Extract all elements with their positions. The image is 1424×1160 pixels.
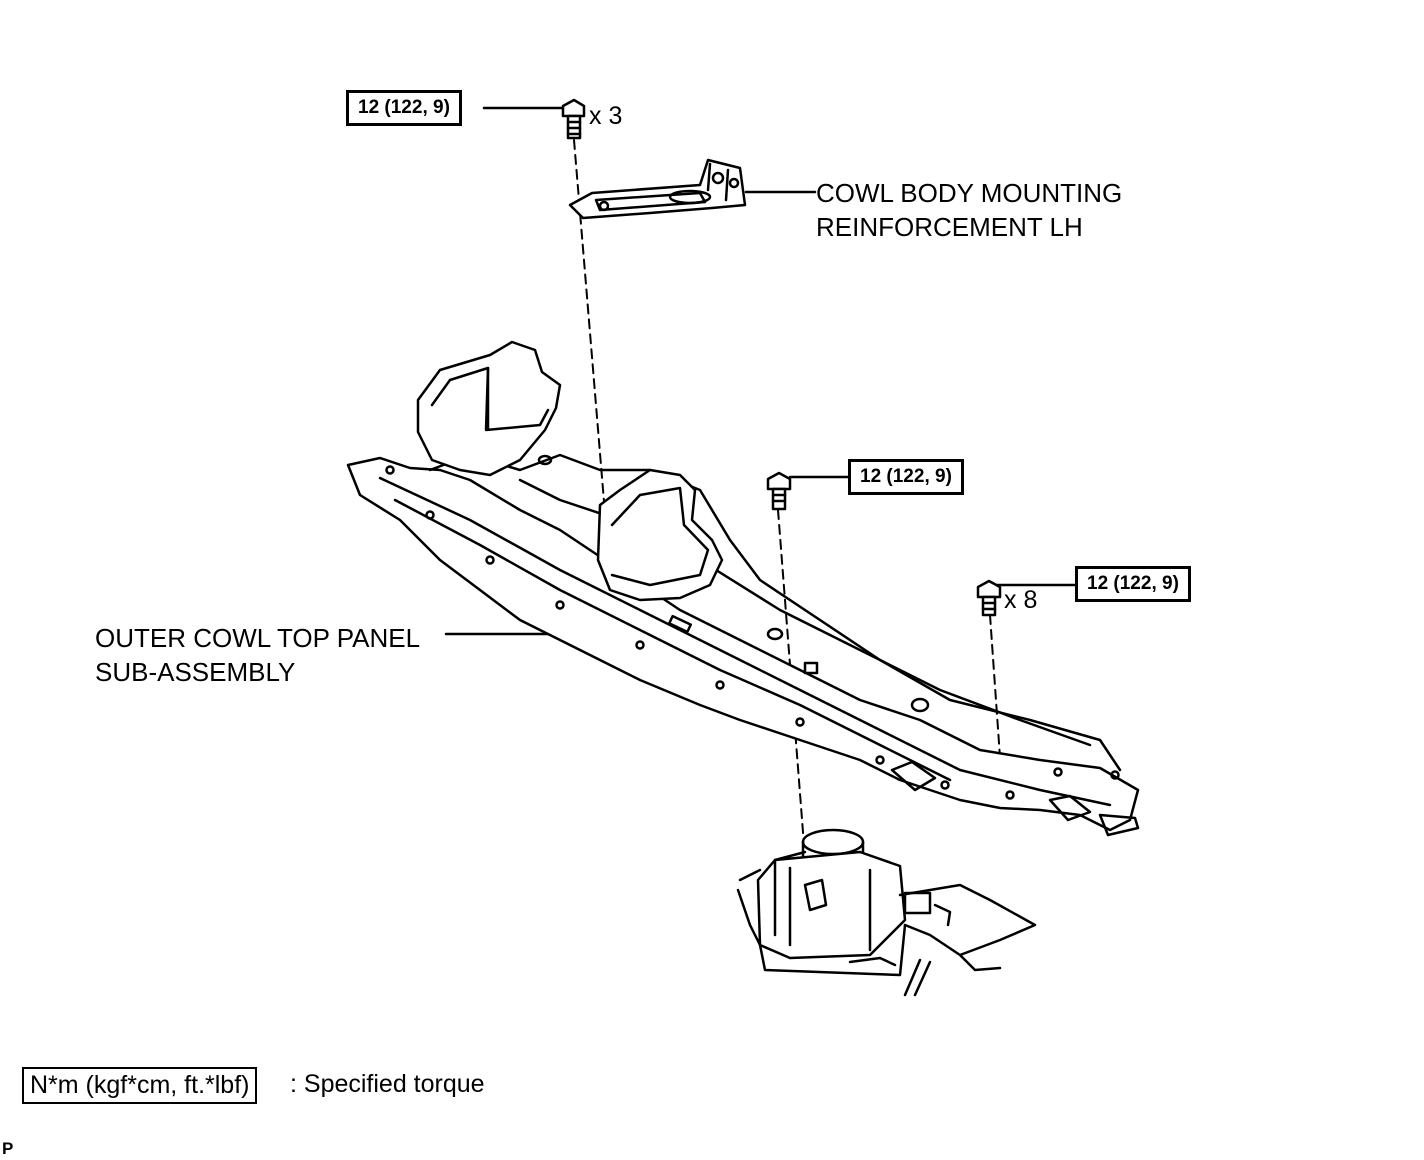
- cowl-panel-label-line1: OUTER COWL TOP PANEL: [95, 623, 421, 653]
- torque-unit-legend-box: N*m (kgf*cm, ft.*lbf): [22, 1067, 258, 1104]
- bolt-quantity: x 8: [1004, 586, 1038, 614]
- reinforcement-label: COWL BODY MOUNTING REINFORCEMENT LH: [816, 176, 1122, 244]
- cowl-top-panel: [346, 340, 1140, 837]
- bolt-icon: [976, 579, 1002, 617]
- bolt-icon: [766, 471, 792, 511]
- torque-spec-box: 12 (122, 9): [346, 90, 462, 126]
- reinforcement-label-line1: COWL BODY MOUNTING: [816, 178, 1123, 208]
- torque-legend-description: : Specified torque: [290, 1070, 485, 1098]
- torque-spec-box: 12 (122, 9): [1075, 566, 1191, 602]
- bolt-icon: [561, 98, 586, 140]
- bolt-quantity: x 3: [589, 102, 623, 130]
- torque-spec-box: 12 (122, 9): [848, 459, 964, 495]
- reinforcement-bracket: [568, 158, 747, 220]
- reinforcement-label-line2: REINFORCEMENT LH: [816, 212, 1083, 242]
- reservoir-assembly: [736, 828, 1037, 997]
- corner-mark: P: [2, 1139, 14, 1158]
- cowl-panel-label: OUTER COWL TOP PANEL SUB-ASSEMBLY: [95, 621, 420, 689]
- leader-lines: [444, 106, 1077, 636]
- cowl-panel-label-line2: SUB-ASSEMBLY: [95, 657, 296, 687]
